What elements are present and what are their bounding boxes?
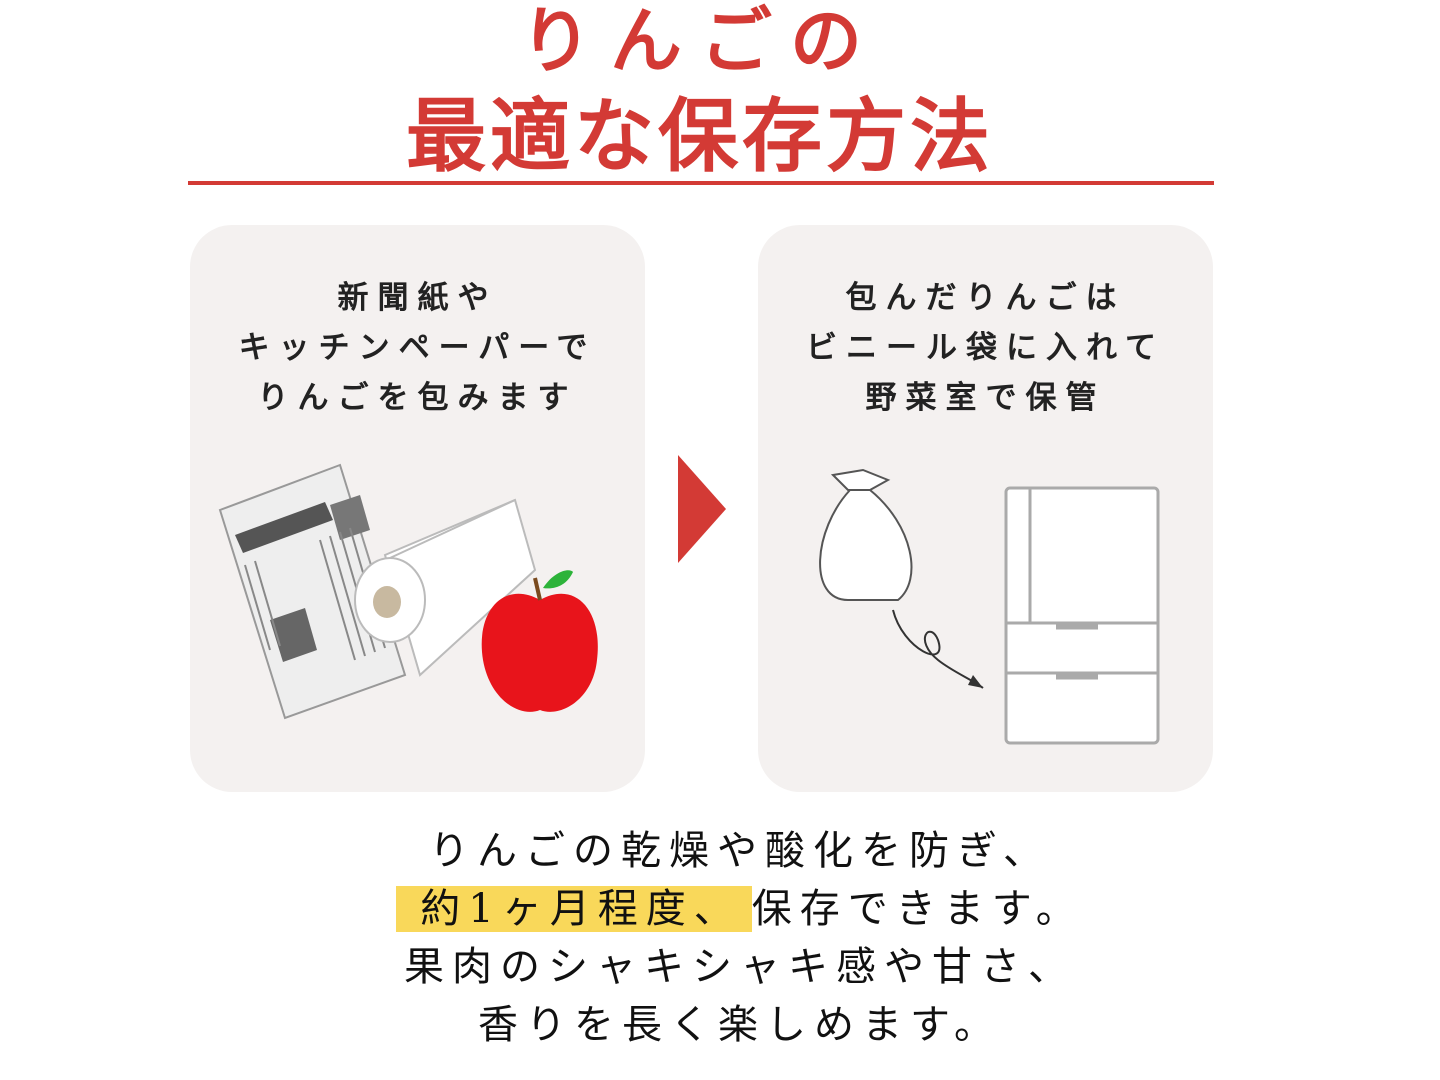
step-1-line: 新聞紙や — [337, 280, 498, 316]
summary-line-2: 約1ヶ月程度、保存できます。 — [340, 880, 1140, 938]
step-card-wrap: 新聞紙や キッチンペーパーで りんごを包みます — [190, 225, 645, 792]
summary-line-3: 果肉のシャキシャキ感や甘さ、 — [404, 944, 1076, 990]
step-2-line: ビニール袋に入れて — [805, 330, 1166, 366]
paper-towel-icon — [354, 498, 537, 677]
title-line-1: りんごの — [519, 0, 880, 83]
bag-refrigerator-illustration — [819, 468, 1160, 745]
highlight-duration: 約1ヶ月程度、 — [396, 886, 752, 932]
page-title: 最適な保存方法 — [406, 89, 994, 183]
step-2-line: 野菜室で保管 — [865, 380, 1106, 416]
title-divider — [188, 181, 1214, 185]
refrigerator-icon — [1004, 486, 1160, 745]
step-1-line: りんごを包みます — [257, 380, 578, 416]
curved-arrow-icon — [892, 609, 984, 689]
newspaper-paper-towel-apple-illustration — [218, 463, 598, 720]
summary-line-1: りんごの乾燥や酸化を防ぎ、 — [429, 828, 1051, 874]
apple-icon — [481, 570, 598, 712]
newspaper-icon — [218, 463, 407, 720]
summary-line-2-rest: 保存できます。 — [751, 886, 1084, 932]
summary-text: りんごの乾燥や酸化を防ぎ、 約1ヶ月程度、保存できます。 果肉のシャキシャキ感や… — [340, 822, 1140, 1054]
step-card-wrap: 包んだりんごは ビニール袋に入れて 野菜室で保管 — [758, 225, 1213, 792]
plastic-bag-icon — [819, 468, 913, 601]
summary-line-4: 香りを長く楽しめます。 — [478, 1002, 1002, 1048]
step-1-text: 新聞紙や キッチンペーパーで りんごを包みます — [190, 273, 645, 423]
step-1-line: キッチンペーパーで — [238, 330, 597, 366]
step-2-text: 包んだりんごは ビニール袋に入れて 野菜室で保管 — [758, 273, 1213, 423]
next-step-arrow-icon — [678, 455, 726, 563]
step-2-line: 包んだりんごは — [845, 280, 1126, 316]
